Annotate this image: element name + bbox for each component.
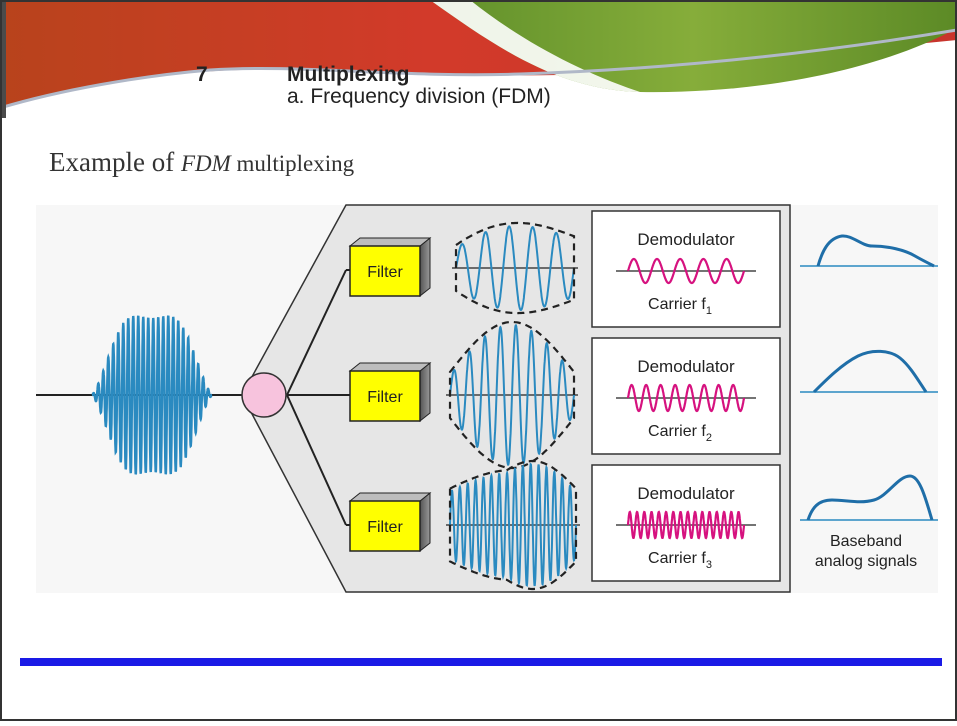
filter-box	[349, 500, 421, 552]
composite-signal	[91, 315, 213, 475]
filter-box	[349, 245, 421, 297]
branch-line-3	[286, 394, 347, 526]
demodulator-label: Demodulator	[637, 357, 735, 376]
demodulator-label: Demodulator	[637, 230, 735, 249]
filter-label: Filter	[367, 519, 403, 536]
carrier-waveform	[626, 510, 746, 540]
carrier-signal	[616, 510, 756, 540]
slide-subtitle: a. Frequency division (FDM)	[287, 85, 551, 108]
branch-line-1	[286, 269, 347, 396]
filtered-signal	[446, 459, 580, 591]
channel-row: Filter Demodulator Carrier f2	[346, 320, 938, 470]
carrier-waveform	[626, 257, 746, 285]
content-heading: Example of FDM multiplexing	[49, 147, 355, 177]
composite-waveform	[91, 315, 213, 475]
filtered-waveform	[455, 225, 575, 312]
channel-row: Filter Demodulator Carrier f3 Baseband a…	[346, 459, 938, 591]
baseband-signal	[816, 234, 935, 268]
channel-row: Filter Demodulator Carrier f1	[346, 210, 938, 328]
carrier-label: Carrier f3	[648, 550, 712, 571]
slide-number: 7	[196, 63, 208, 86]
carrier-label: Carrier f2	[648, 423, 712, 444]
filter-box	[349, 370, 421, 422]
signal-envelope	[454, 221, 576, 315]
filter-label: Filter	[367, 389, 403, 406]
demodulator-label: Demodulator	[637, 484, 735, 503]
slide-title: Multiplexing	[287, 63, 410, 86]
carrier-label: Carrier f1	[648, 296, 712, 317]
carrier-signal	[616, 257, 756, 285]
signal-envelope	[448, 320, 576, 470]
splitter-node	[241, 372, 287, 418]
baseband-signal	[806, 474, 934, 521]
baseband-caption-line-2: analog signals	[815, 553, 917, 570]
carrier-signal	[616, 383, 756, 413]
carrier-waveform	[626, 383, 746, 413]
filter-label: Filter	[367, 264, 403, 281]
filtered-waveform	[449, 323, 575, 467]
baseband-caption-line-1: Baseband	[830, 533, 902, 550]
bottom-rule	[20, 658, 942, 666]
baseband-signal	[812, 349, 928, 394]
filtered-waveform	[449, 462, 577, 588]
header-decoration	[0, 0, 957, 118]
filtered-signal	[446, 320, 578, 470]
filtered-signal	[452, 221, 578, 315]
